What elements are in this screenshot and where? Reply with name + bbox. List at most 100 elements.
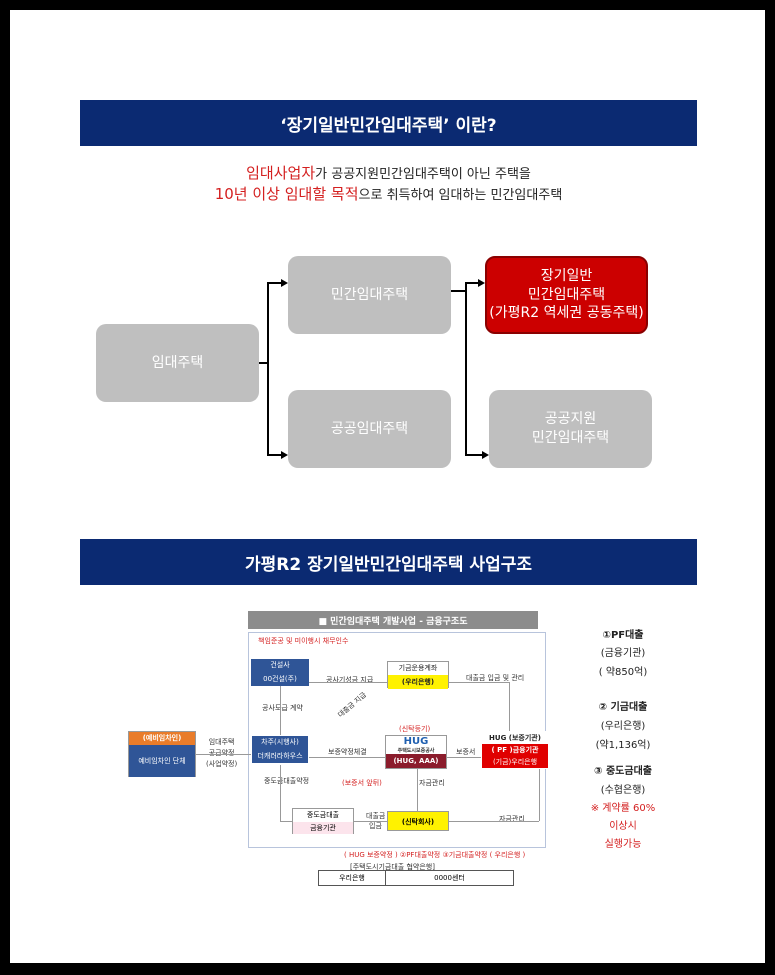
builder-name: 00건설(주) — [251, 672, 309, 686]
definition-line-2: 10년 이상 임대할 목적으로 취득하여 임대하는 민간임대주택 — [80, 183, 697, 204]
guarantor-pf: ( PF )금융기관 — [482, 744, 548, 756]
fund-loan-title: ② 기금대출 — [598, 702, 648, 713]
private-rental-box: 민간임대주택 — [288, 256, 451, 334]
connector — [196, 754, 251, 755]
connector — [465, 282, 478, 284]
longterm-private-rental-label: 장기일반 민간임대주택 (가평R2 역세권 공동주택) — [489, 267, 644, 322]
connector — [449, 682, 509, 683]
public-support-rental-box: 공공지원 민간임대주택 — [489, 390, 652, 468]
connector — [449, 821, 539, 822]
reserve-label-2: 공급약정 — [208, 749, 235, 757]
edge-fund-mgmt: 자금관리 — [419, 779, 445, 787]
hug-rating: (HUG, AAA) — [386, 754, 446, 768]
mid-loan-note-3: 실행가능 — [604, 839, 642, 850]
fund-loan-bank: (우리은행) — [600, 721, 646, 732]
connector — [280, 686, 281, 735]
mid-loan-side-bank: (수협은행) — [600, 785, 646, 796]
agreement-bank-table: 우리은행 0000센터 — [318, 870, 514, 886]
trust-box: (신탁회사) — [387, 811, 449, 831]
sponsor-title: 차주(시행사) — [252, 736, 308, 749]
agreement-center-cell: 0000센터 — [434, 874, 465, 882]
hug-logo-subtitle: 주택도시보증공사 — [397, 748, 435, 754]
diagram-header: ■ 민간임대주택 개발사업 - 금융구조도 — [248, 611, 538, 629]
section-banner-definition: ‘장기일반민간임대주택’ 이란? — [80, 100, 697, 146]
connector — [309, 682, 387, 683]
trust-name: (신탁회사) — [401, 818, 435, 826]
arrow-head — [281, 279, 288, 287]
banner-title: 가평R2 장기일반민간임대주택 사업구조 — [245, 554, 532, 575]
connector — [354, 821, 387, 822]
mid-loan-box: 중도금대출 금융기관 — [292, 808, 354, 834]
mid-loan-note-1: ※ 계약률 60% — [590, 803, 656, 814]
connector — [509, 682, 510, 731]
hug-box: HUG 주택도시보증공사 (HUG, AAA) — [385, 735, 447, 769]
guarantor-box: HUG (보증기관) ( PF )금융기관 (기금)우리은행 — [481, 731, 549, 769]
builder-title: 건설사 — [251, 659, 309, 672]
hug-logo: HUG 주택도시보증공사 — [386, 736, 446, 754]
fund-loan-amount: (약1,136억) — [595, 740, 651, 751]
agreement-label: [주택도시기금대출 협약은행] — [350, 863, 435, 871]
connector — [280, 765, 281, 821]
edge-guarantee-cert: 보증서 — [456, 748, 476, 756]
top-note: 책임준공 및 미이행시 채무인수 — [258, 637, 349, 645]
edge-loan-in-2: 입금 — [369, 822, 382, 830]
reserve-tenant-box: (예비임차인) 예비임차인 단체 — [128, 731, 196, 777]
definition-highlight-2: 10년 이상 임대할 목적 — [214, 185, 359, 203]
edge-mid-loan-contract: 중도금대출약정 — [264, 777, 310, 785]
connector — [267, 282, 281, 284]
connector — [465, 282, 467, 455]
definition-highlight-1: 임대사업자 — [246, 164, 316, 182]
arrow-head — [482, 451, 489, 459]
mid-loan-institution: 금융기관 — [293, 822, 353, 834]
sponsor-name: 더캐러라하우스 — [252, 749, 308, 763]
connector — [447, 757, 481, 758]
page-sheet: ‘장기일반민간임대주택’ 이란? 임대사업자가 공공지원민간임대주택이 아닌 주… — [10, 10, 765, 963]
section-banner-structure: 가평R2 장기일반민간임대주택 사업구조 — [80, 539, 697, 585]
rental-housing-label: 임대주택 — [151, 354, 204, 371]
fund-account-box: 기금운용계좌 (우리은행) — [387, 661, 449, 689]
fund-account-title: 기금운용계좌 — [388, 662, 448, 675]
edge-fund-mgmt-2: 자금관리 — [499, 815, 525, 823]
pf-loan-institution: (금융기관) — [600, 648, 646, 659]
definition-line-1: 임대사업자가 공공지원민간임대주택이 아닌 주택을 — [80, 162, 697, 183]
reserve-label-1: 임대주택 — [208, 738, 235, 746]
legend-text: ( HUG 보증약정 ) ②PF대출약정 ③기금대출약정 ( 우리은행 ) — [344, 851, 526, 859]
guarantor-title: HUG (보증기관) — [482, 732, 548, 744]
connector — [417, 769, 418, 811]
pf-loan-amount: ( 약850억) — [598, 667, 648, 678]
reserve-tenant-title: (예비임차인) — [129, 732, 195, 745]
mid-loan-note-2: 이상시 — [609, 821, 637, 832]
connector — [267, 454, 281, 456]
longterm-private-rental-box: 장기일반 민간임대주택 (가평R2 역세권 공동주택) — [485, 256, 648, 334]
arrow-head — [478, 279, 485, 287]
connector — [539, 769, 540, 821]
connector — [280, 821, 292, 822]
finance-structure-diagram: ■ 민간임대주택 개발사업 - 금융구조도 책임준공 및 미이행시 채무인수 건… — [10, 10, 765, 963]
edge-loan-in: 대출금 — [366, 812, 386, 820]
mid-loan-side-title: ③ 중도금대출 — [594, 766, 652, 777]
diagram-header-text: ■ 민간임대주택 개발사업 - 금융구조도 — [318, 616, 468, 627]
public-rental-box: 공공임대주택 — [288, 390, 451, 468]
edge-loan-mgmt: 대출금 입금 및 관리 — [466, 674, 525, 682]
edge-guarantee-extra: (보증서 앞뒤) — [342, 779, 382, 787]
hug-logo-text: HUG — [403, 736, 429, 747]
agreement-bank-cell: 우리은행 — [319, 871, 386, 885]
builder-box: 건설사 00건설(주) — [251, 659, 309, 686]
private-rental-label: 민간임대주택 — [330, 286, 409, 303]
banner-title: ‘장기일반민간임대주택’ 이란? — [280, 115, 497, 136]
trust-registration-note: (신탁등기) — [399, 725, 431, 733]
mid-loan-title: 중도금대출 — [293, 809, 353, 822]
guarantor-fund: (기금)우리은행 — [482, 756, 548, 768]
edge-guarantee-contract: 보증약정체결 — [328, 748, 367, 756]
reserve-labels: 임대주택 공급약정 (사업약정) — [206, 737, 237, 770]
arrow-head — [281, 451, 288, 459]
public-rental-label: 공공임대주택 — [330, 420, 409, 437]
connector — [259, 362, 268, 364]
public-support-rental-label: 공공지원 민간임대주택 — [531, 411, 610, 446]
sponsor-box: 차주(시행사) 더캐러라하우스 — [251, 735, 309, 765]
definition-text-2: 으로 취득하여 임대하는 민간임대주택 — [358, 188, 563, 203]
rental-housing-box: 임대주택 — [96, 324, 259, 402]
connector — [309, 757, 385, 758]
definition-text-1: 가 공공지원민간임대주택이 아닌 주택을 — [315, 167, 531, 182]
reserve-tenant-body: 예비임차인 단체 — [129, 745, 195, 777]
